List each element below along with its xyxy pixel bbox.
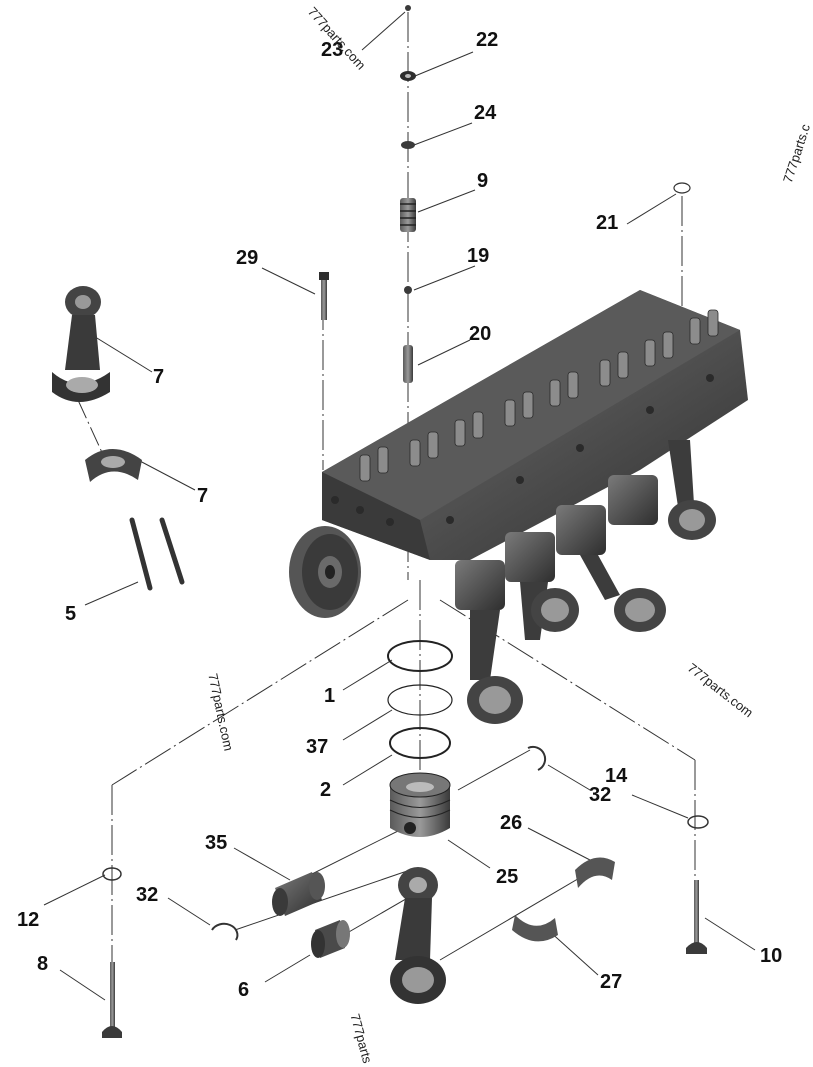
cylinder-head-assembly <box>322 290 748 560</box>
valve-spring-part <box>400 198 416 232</box>
callout-5[interactable]: 5 <box>65 603 77 625</box>
rod-cap-part <box>85 449 142 482</box>
callout-1[interactable]: 1 <box>324 685 336 707</box>
seal-14-part <box>687 815 709 829</box>
callout-14[interactable]: 14 <box>605 765 628 787</box>
o-ring-21-part <box>673 182 691 194</box>
piston-pin-part <box>272 872 325 916</box>
valve-stack <box>319 5 691 383</box>
piston-rings <box>387 640 453 759</box>
head-bolt-part <box>319 272 329 320</box>
callout-21[interactable]: 21 <box>596 212 619 234</box>
callout-24[interactable]: 24 <box>474 102 497 124</box>
callout-22[interactable]: 22 <box>476 29 499 51</box>
valve-guide-part <box>403 345 413 383</box>
callout-9[interactable]: 9 <box>477 170 489 192</box>
callout-7-upper[interactable]: 7 <box>153 366 165 388</box>
intake-valve-part <box>102 962 122 1038</box>
seal-12-part <box>102 867 122 881</box>
callout-12[interactable]: 12 <box>17 909 40 931</box>
callout-19[interactable]: 19 <box>467 245 490 267</box>
callout-20[interactable]: 20 <box>469 323 492 345</box>
valve-seal-part <box>404 286 412 294</box>
rod-bolts-part <box>129 517 185 591</box>
callout-8[interactable]: 8 <box>37 953 49 975</box>
lower-bearing-part <box>512 915 558 942</box>
callout-37[interactable]: 37 <box>306 736 329 758</box>
oil-ring-part <box>389 727 451 759</box>
exhaust-valve-part <box>686 880 707 954</box>
callout-10[interactable]: 10 <box>760 945 783 967</box>
rod-bushing-part <box>311 920 350 958</box>
callout-29[interactable]: 29 <box>236 247 259 269</box>
callout-2[interactable]: 2 <box>320 779 332 801</box>
piston-rod-assemblies <box>455 440 716 724</box>
callout-35[interactable]: 35 <box>205 832 228 854</box>
second-ring-part <box>387 684 453 716</box>
upper-bearing-part <box>575 857 615 888</box>
snap-ring-upper-part <box>527 745 547 771</box>
callout-23[interactable]: 23 <box>321 39 344 61</box>
callout-6[interactable]: 6 <box>238 979 250 1001</box>
callout-32-lower[interactable]: 32 <box>136 884 159 906</box>
piston-part <box>389 772 451 837</box>
valve-keeper-part <box>405 5 411 11</box>
callout-32-upper[interactable]: 32 <box>589 784 612 806</box>
callout-25[interactable]: 25 <box>496 866 519 888</box>
connecting-rod-upper-part <box>52 286 110 402</box>
top-ring-part <box>387 640 453 672</box>
callout-7-lower[interactable]: 7 <box>197 485 209 507</box>
callout-27[interactable]: 27 <box>600 971 623 993</box>
valve-rotator-part <box>401 141 415 149</box>
snap-ring-lower-part <box>211 922 239 941</box>
callout-26[interactable]: 26 <box>500 812 523 834</box>
crank-pulley-part <box>289 526 361 618</box>
connecting-rod-lower-part <box>390 867 446 1004</box>
